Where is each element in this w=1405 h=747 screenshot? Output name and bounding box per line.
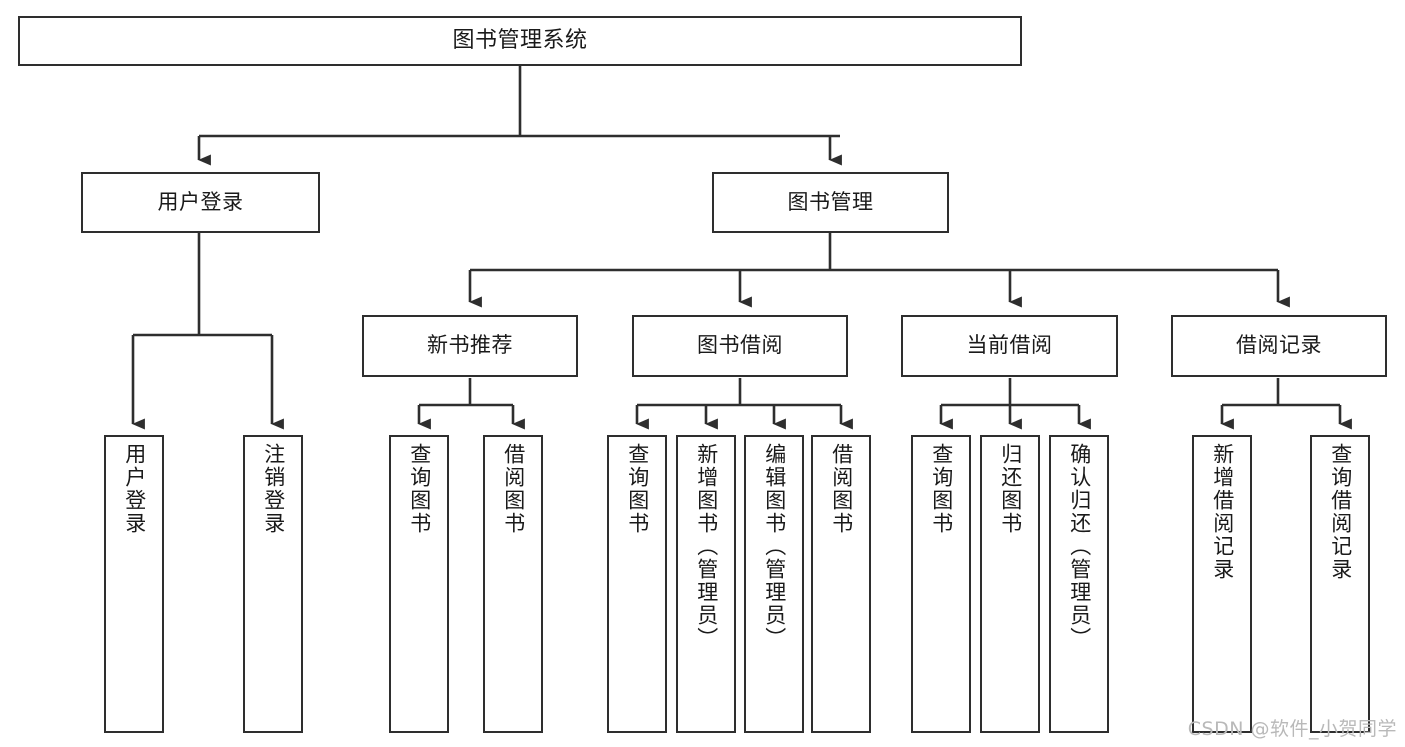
node-leaf-query-record[interactable]: 查询借阅记录	[1310, 435, 1370, 733]
node-leaf-logout-label: 注销登录	[261, 443, 286, 535]
node-leaf-query-book-2[interactable]: 查询图书	[607, 435, 667, 733]
node-leaf-borrow-book-2-label: 借阅图书	[829, 443, 854, 535]
node-borrow-record-label: 借阅记录	[1236, 333, 1322, 358]
node-leaf-query-book-3[interactable]: 查询图书	[911, 435, 971, 733]
node-current-borrow[interactable]: 当前借阅	[901, 315, 1118, 377]
node-leaf-user-login-label: 用户登录	[122, 443, 147, 535]
node-book-manage[interactable]: 图书管理	[712, 172, 949, 233]
node-root-label: 图书管理系统	[452, 27, 588, 53]
node-leaf-edit-book-label: 编辑图书（管理员）	[762, 443, 787, 650]
node-borrow-record[interactable]: 借阅记录	[1171, 315, 1387, 377]
node-leaf-add-book-label: 新增图书（管理员）	[694, 443, 719, 650]
node-book-borrow-label: 图书借阅	[697, 333, 783, 358]
node-user-login-label: 用户登录	[157, 189, 244, 214]
node-leaf-query-record-label: 查询借阅记录	[1328, 443, 1353, 581]
node-leaf-logout[interactable]: 注销登录	[243, 435, 303, 733]
node-leaf-query-book-3-label: 查询图书	[929, 443, 954, 535]
node-leaf-return-book[interactable]: 归还图书	[980, 435, 1040, 733]
node-leaf-query-book-2-label: 查询图书	[625, 443, 650, 535]
node-root[interactable]: 图书管理系统	[18, 16, 1022, 66]
node-leaf-confirm-return[interactable]: 确认归还（管理员）	[1049, 435, 1109, 733]
node-new-book-recommendation-label: 新书推荐	[427, 333, 513, 358]
node-leaf-add-record-label: 新增借阅记录	[1210, 443, 1235, 581]
node-user-login[interactable]: 用户登录	[81, 172, 320, 233]
node-leaf-edit-book[interactable]: 编辑图书（管理员）	[744, 435, 804, 733]
node-leaf-query-book-1[interactable]: 查询图书	[389, 435, 449, 733]
node-book-borrow[interactable]: 图书借阅	[632, 315, 848, 377]
node-leaf-user-login[interactable]: 用户登录	[104, 435, 164, 733]
csdn-watermark: CSDN @软件_小贺同学	[1187, 718, 1397, 740]
node-leaf-add-book[interactable]: 新增图书（管理员）	[676, 435, 736, 733]
node-current-borrow-label: 当前借阅	[966, 333, 1053, 358]
node-leaf-add-record[interactable]: 新增借阅记录	[1192, 435, 1252, 733]
node-book-manage-label: 图书管理	[787, 189, 874, 214]
node-leaf-return-book-label: 归还图书	[998, 443, 1023, 535]
node-leaf-borrow-book-2[interactable]: 借阅图书	[811, 435, 871, 733]
node-leaf-confirm-return-label: 确认归还（管理员）	[1067, 443, 1092, 650]
node-leaf-query-book-1-label: 查询图书	[407, 443, 432, 535]
node-leaf-borrow-book-1-label: 借阅图书	[501, 443, 526, 535]
node-leaf-borrow-book-1[interactable]: 借阅图书	[483, 435, 543, 733]
node-new-book-recommendation[interactable]: 新书推荐	[362, 315, 578, 377]
